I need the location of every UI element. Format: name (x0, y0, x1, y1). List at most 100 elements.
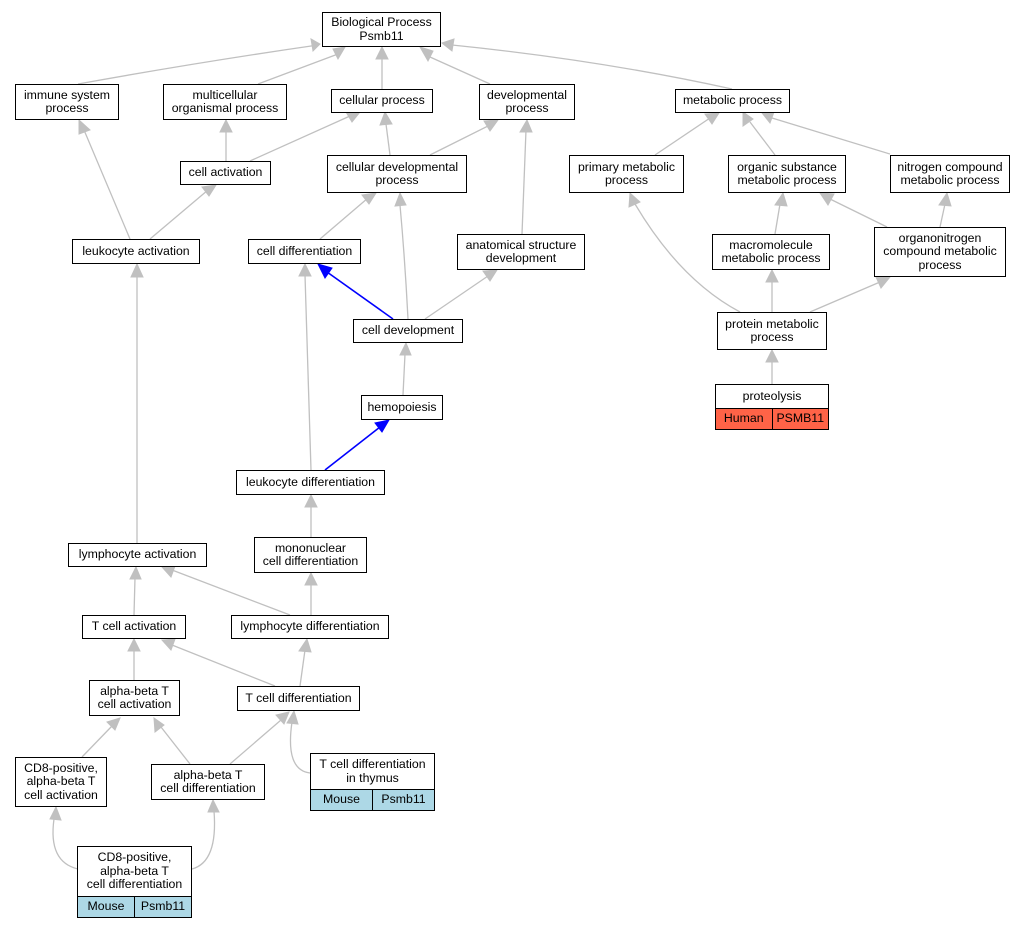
node-label: CD8-positive, alpha-beta T cell differen… (86, 850, 183, 892)
node-cell-differentiation[interactable]: cell differentiation (248, 239, 361, 264)
gene-annotation: Mouse Psmb11 (311, 789, 434, 810)
node-lymphocyte-differentiation[interactable]: lymphocyte differentiation (231, 615, 389, 639)
e-leukact-cellact (149, 189, 209, 240)
species-cell: Mouse (311, 790, 372, 810)
node-cellular-process[interactable]: cellular process (331, 89, 433, 113)
node-alpha-beta-t-cell-activation[interactable]: alpha-beta T cell activation (89, 680, 180, 716)
e-lymdiff-lymact-arrowhead (160, 565, 176, 578)
root-title: Biological Process (331, 15, 432, 29)
gene-annotation: Mouse Psmb11 (78, 896, 191, 917)
e-protein-organo (809, 281, 881, 313)
node-biological-process-root[interactable]: Biological Process Psmb11 (322, 12, 441, 47)
node-organonitrogen-compound-metabolic-process[interactable]: organonitrogen compound metabolic proces… (874, 227, 1006, 277)
node-label: multicellular organismal process (171, 87, 279, 115)
node-label: mononuclear cell differentiation (262, 540, 359, 568)
node-label: cell development (361, 323, 455, 338)
e-nitro-metab (771, 117, 891, 155)
node-label: organonitrogen compound metabolic proces… (883, 230, 997, 272)
gene-cell: Psmb11 (134, 897, 191, 917)
node-cell-activation[interactable]: cell activation (180, 161, 271, 185)
e-cd8act-abtact-arrowhead (106, 717, 121, 731)
node-label: organic substance metabolic process (737, 159, 837, 187)
node-leukocyte-activation[interactable]: leukocyte activation (72, 239, 200, 264)
node-cd8-alpha-beta-t-cell-differentiation[interactable]: CD8-positive, alpha-beta T cell differen… (77, 846, 192, 918)
e-cellact-cellular (249, 115, 351, 162)
node-label: developmental process (487, 87, 567, 115)
node-label: immune system process (23, 87, 111, 115)
node-t-cell-differentiation-in-thymus[interactable]: T cell differentiation in thymus Mouse P… (310, 753, 435, 811)
node-label: T cell activation (91, 619, 177, 634)
e-cd8diff-abtdiff-arrowhead (207, 798, 220, 813)
e-abtdiff-abtact-arrowhead (153, 716, 165, 733)
node-cell-development[interactable]: cell development (353, 319, 463, 343)
gene-annotation: Human PSMB11 (716, 408, 828, 429)
node-primary-metabolic-process[interactable]: primary metabolic process (569, 155, 684, 193)
e-celldev-celldevp-arrowhead (394, 191, 407, 207)
e-organic-metab-arrowhead (742, 111, 754, 127)
node-nitrogen-compound-metabolic-process[interactable]: nitrogen compound metabolic process (890, 155, 1010, 193)
e-leukdiff-hemo (324, 426, 381, 471)
node-label: cellular process (339, 93, 425, 108)
node-metabolic-process[interactable]: metabolic process (675, 89, 790, 113)
node-developmental-process[interactable]: developmental process (479, 84, 575, 120)
node-label: metabolic process (682, 93, 783, 108)
e-mono-leukdiff-arrowhead (304, 493, 318, 508)
e-tdiff-tact (171, 644, 276, 687)
e-celldev-dev-arrowhead (483, 119, 500, 132)
node-organic-substance-metabolic-process[interactable]: organic substance metabolic process (728, 155, 846, 193)
node-multicellular-organismal-process[interactable]: multicellular organismal process (163, 84, 287, 120)
node-cellular-developmental-process[interactable]: cellular developmental process (327, 155, 467, 193)
node-label: macromolecule metabolic process (721, 237, 821, 265)
node-label: nitrogen compound metabolic process (897, 159, 1003, 187)
e-cd8act-abtact (81, 725, 113, 758)
e-metab-root-arrowhead (440, 38, 455, 52)
node-label: proteolysis (742, 388, 802, 403)
e-dev-root-arrowhead (418, 46, 434, 63)
node-t-cell-activation[interactable]: T cell activation (82, 615, 186, 639)
e-lymdiff-lymact (171, 569, 291, 616)
e-cd8diff-abtdiff (191, 810, 216, 870)
e-cellact-multi-arrowhead (219, 118, 233, 133)
species-cell: Mouse (78, 897, 134, 917)
e-multi-root (257, 53, 339, 85)
e-protein-primary (634, 203, 741, 313)
node-mononuclear-cell-differentiation[interactable]: mononuclear cell differentiation (254, 537, 367, 573)
e-lymact-leukact-arrowhead (130, 262, 144, 278)
node-macromolecule-metabolic-process[interactable]: macromolecule metabolic process (712, 234, 830, 270)
e-multi-root-arrowhead (332, 46, 346, 61)
e-leukdiff-celldiff (304, 274, 312, 471)
e-immune-root (77, 44, 319, 85)
e-leukact-immune (83, 129, 131, 240)
e-hemo-celldev (402, 353, 406, 396)
e-macro-organic-arrowhead (774, 191, 788, 207)
gene-cell: Psmb11 (372, 790, 434, 810)
node-label: lymphocyte activation (78, 547, 197, 562)
e-leukdiff-celldiff-arrowhead (298, 262, 312, 277)
e-protein-organo-arrowhead (875, 276, 892, 289)
e-tdiff-tact-arrowhead (160, 638, 176, 651)
e-tdiff-lymdiff (299, 649, 306, 687)
node-label: cell activation (188, 165, 263, 180)
e-immune-root-arrowhead (310, 38, 321, 53)
e-celldiff-celldevp-arrowhead (361, 192, 378, 205)
e-anat-dev-arrowhead (519, 118, 533, 133)
e-leukact-immune-arrowhead (78, 118, 91, 135)
node-t-cell-differentiation[interactable]: T cell differentiation (237, 686, 360, 711)
node-anatomical-structure-development[interactable]: anatomical structure development (457, 234, 585, 270)
node-proteolysis[interactable]: proteolysis Human PSMB11 (715, 384, 829, 430)
node-immune-system-process[interactable]: immune system process (15, 84, 119, 120)
e-abtact-tact-arrowhead (127, 637, 141, 652)
node-protein-metabolic-process[interactable]: protein metabolic process (717, 312, 827, 350)
node-alpha-beta-t-cell-differentiation[interactable]: alpha-beta T cell differentiation (151, 764, 265, 800)
root-gene: Psmb11 (359, 28, 404, 43)
e-metab-root (451, 44, 733, 90)
e-primary-metab-arrowhead (704, 112, 720, 125)
node-hemopoiesis[interactable]: hemopoiesis (361, 395, 443, 420)
e-hemo-celldev-arrowhead (399, 341, 412, 356)
node-cd8-alpha-beta-t-cell-activation[interactable]: CD8-positive, alpha-beta T cell activati… (15, 757, 107, 807)
node-leukocyte-differentiation[interactable]: leukocyte differentiation (236, 470, 385, 495)
node-lymphocyte-activation[interactable]: lymphocyte activation (68, 543, 207, 567)
e-organo-organic (829, 198, 888, 228)
node-label: T cell differentiation in thymus (319, 757, 426, 785)
node-label: alpha-beta T cell activation (97, 683, 172, 711)
